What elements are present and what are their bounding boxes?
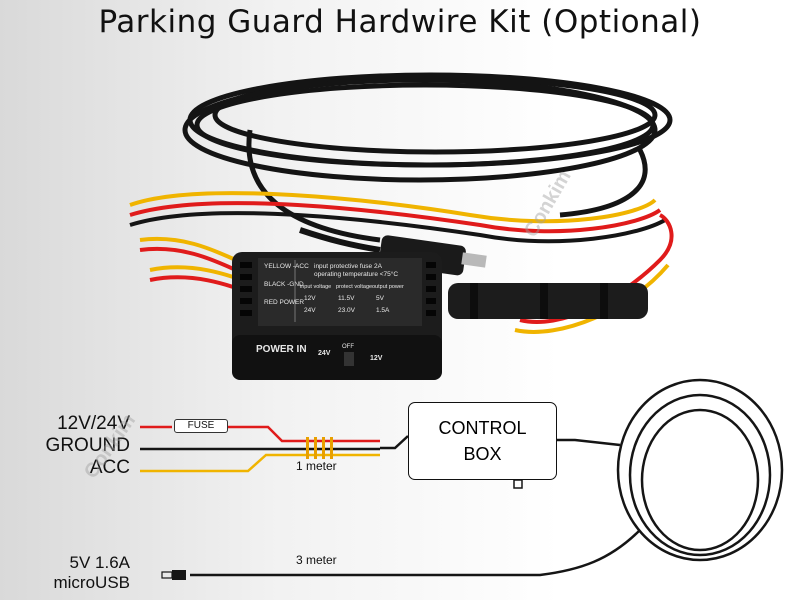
long-length-label: 3 meter	[296, 553, 337, 567]
legend-red: RED POWER	[264, 299, 304, 306]
voltage-switch	[344, 352, 354, 366]
legend-black: BLACK -GND	[264, 281, 304, 288]
control-module: YELLOW -ACC BLACK -GND RED POWER input p…	[232, 252, 442, 380]
switch-off-label: OFF	[342, 344, 354, 350]
control-box-line1: CONTROL	[438, 418, 527, 438]
switch-24v-label: 24V	[318, 350, 331, 357]
black-cable-coil	[182, 72, 673, 243]
col-head-protect: protect voltage	[336, 284, 372, 290]
control-box: CONTROL BOX	[408, 402, 557, 480]
row-12v-output: 5V	[376, 295, 385, 302]
temp-info: operating temperature <75°C	[314, 270, 398, 278]
col-head-output: output power	[372, 284, 404, 290]
cable-into-box	[380, 435, 409, 450]
switch-12v-label: 12V	[370, 355, 383, 362]
hardwire-kit-photo: YELLOW -ACC BLACK -GND RED POWER input p…	[129, 72, 674, 380]
page-title: Parking Guard Hardwire Kit (Optional)	[98, 4, 702, 40]
box-port	[513, 479, 523, 489]
usb-type-label: microUSB	[53, 573, 130, 592]
ground-label: GROUND	[45, 435, 130, 456]
short-length-label: 1 meter	[296, 459, 337, 473]
row-24v-input: 24V	[304, 307, 316, 314]
row-12v-protect: 11.5V	[338, 295, 355, 302]
acc-label: ACC	[89, 457, 130, 478]
output-cable-coil	[190, 378, 784, 577]
col-head-input: input voltage	[300, 284, 331, 290]
yellow-acc-wire	[140, 453, 300, 473]
control-box-line2: BOX	[463, 444, 502, 464]
fuse-label: FUSE	[187, 420, 215, 431]
wire-connector	[300, 437, 380, 459]
power-voltage-label: 12V/24V	[57, 413, 130, 434]
micro-usb-tip-icon	[161, 570, 186, 580]
row-24v-protect: 23.0V	[338, 307, 356, 314]
power-wire-loops	[129, 191, 674, 334]
legend-yellow: YELLOW -ACC	[264, 263, 309, 270]
row-12v-input: 12V	[304, 295, 316, 302]
fuse-icon: FUSE	[174, 419, 228, 433]
usb-output-label: 5V 1.6A	[69, 553, 131, 572]
power-in-label: POWER IN	[256, 344, 307, 355]
fuse-info: input protective fuse 2A	[314, 263, 383, 270]
red-wire-out	[228, 425, 300, 443]
inline-connector	[448, 283, 648, 319]
row-24v-output: 1.5A	[376, 307, 390, 314]
